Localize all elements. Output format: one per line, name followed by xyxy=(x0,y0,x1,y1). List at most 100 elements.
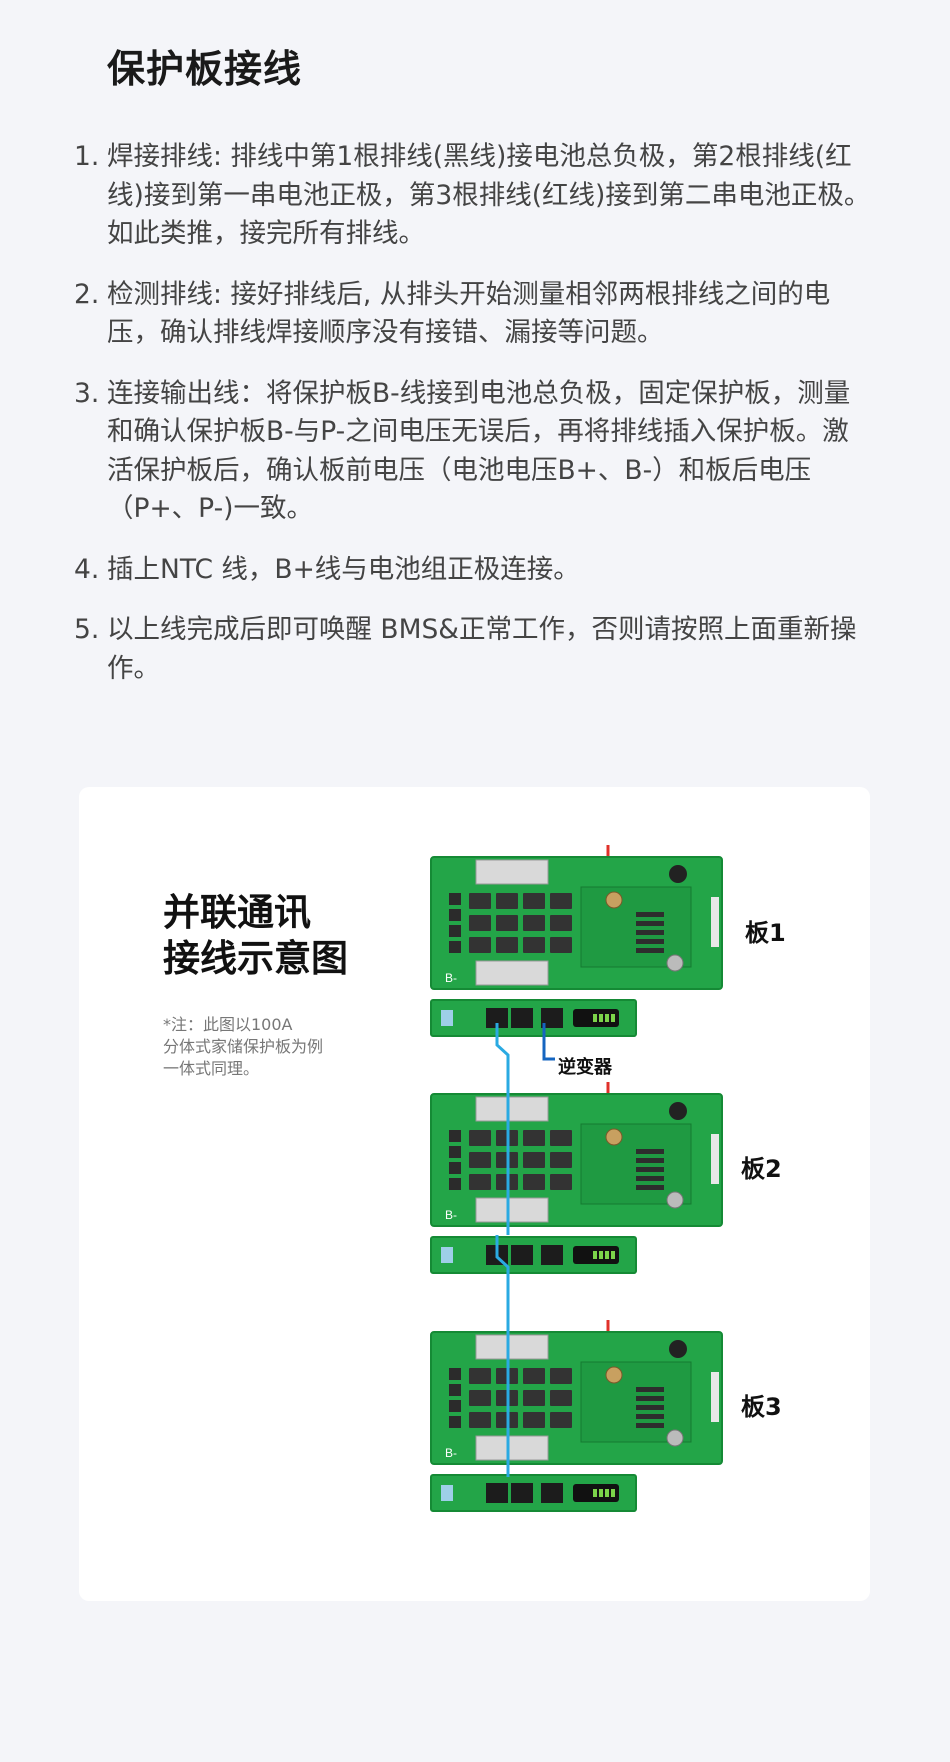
ic-chip xyxy=(636,1396,664,1401)
comm-chip xyxy=(441,1485,453,1501)
mosfet-chip xyxy=(550,915,572,931)
capacitor xyxy=(605,1366,623,1384)
ic-chip xyxy=(636,1158,664,1163)
parallel-cable xyxy=(495,1023,510,1235)
rj45-port xyxy=(511,1483,533,1503)
rj45-port xyxy=(486,1483,508,1503)
step-text: 插上NTC 线，B+线与电池组正极连接。 xyxy=(107,553,580,585)
step-item: 5. 以上线完成后即可唤醒 BMS&正常工作，否则请按照上面重新操作。 xyxy=(74,611,874,688)
mosfet-chip xyxy=(550,1390,572,1406)
led-bar xyxy=(605,1489,609,1497)
ic-chip xyxy=(636,1167,664,1172)
capacitor xyxy=(605,1128,623,1146)
bminus-terminal-label: B- xyxy=(445,1446,457,1460)
mosfet-chip xyxy=(523,937,545,953)
coin-cell xyxy=(666,1191,684,1209)
ic-chip xyxy=(636,912,664,917)
control-area xyxy=(580,1361,692,1443)
led-bar xyxy=(605,1251,609,1259)
note-line: *注：此图以100A xyxy=(163,1015,293,1034)
step-text: 以上线完成后即可唤醒 BMS&正常工作，否则请按照上面重新操作。 xyxy=(107,614,857,684)
step-item: 3. 连接输出线：将保护板B-线接到电池总负极，固定保护板，测量和确认保护板B-… xyxy=(74,375,874,529)
ic-chip xyxy=(636,1387,664,1392)
heatsink-block xyxy=(475,960,549,986)
side-connector xyxy=(449,1178,461,1190)
mosfet-chip xyxy=(523,1152,545,1168)
mosfet-chip xyxy=(550,1152,572,1168)
side-connector xyxy=(449,941,461,953)
balance-header xyxy=(711,897,719,947)
mosfet-chip xyxy=(496,937,518,953)
coin-cell xyxy=(666,954,684,972)
led-bar xyxy=(611,1251,615,1259)
side-connector xyxy=(449,1384,461,1396)
diagram-title-line: 接线示意图 xyxy=(163,937,348,980)
heatsink-block xyxy=(475,1096,549,1122)
step-number: 3. xyxy=(74,377,100,409)
heatsink-block xyxy=(475,1334,549,1360)
side-connector xyxy=(449,1368,461,1380)
side-connector xyxy=(449,1416,461,1428)
bminus-terminal-label: B- xyxy=(445,1208,457,1222)
comm-chip xyxy=(441,1010,453,1026)
rj45-port xyxy=(511,1008,533,1028)
control-area xyxy=(580,886,692,968)
led-bar xyxy=(611,1489,615,1497)
rj45-port xyxy=(541,1245,563,1265)
side-connector xyxy=(449,893,461,905)
led-bar xyxy=(599,1251,603,1259)
parallel-wiring-diagram: B-B-B- xyxy=(430,845,723,1512)
side-connector xyxy=(449,1146,461,1158)
led-bar xyxy=(593,1251,597,1259)
diagram-note: *注：此图以100A 分体式家储保护板为例 一体式同理。 xyxy=(163,1014,373,1080)
heatsink-block xyxy=(475,1435,549,1461)
buzzer xyxy=(669,1340,687,1358)
step-number: 1. xyxy=(74,141,100,172)
board-label-3: 板3 xyxy=(741,1393,782,1421)
rj45-port xyxy=(486,1008,508,1028)
mosfet-chip xyxy=(550,1412,572,1428)
mosfet-chip xyxy=(469,1390,491,1406)
mosfet-chip xyxy=(496,915,518,931)
mosfet-chip xyxy=(523,1368,545,1384)
parallel-cable xyxy=(495,1235,510,1477)
buzzer xyxy=(669,1102,687,1120)
ic-chip xyxy=(636,930,664,935)
step-text: 检测排线: 接好排线后, 从排头开始测量相邻两根排线之间的电压，确认排线焊接顺序… xyxy=(107,278,831,349)
balance-header xyxy=(711,1372,719,1422)
step-text: 连接输出线：将保护板B-线接到电池总负极，固定保护板，测量和确认保护板B-与P-… xyxy=(107,377,851,525)
mosfet-chip xyxy=(523,1390,545,1406)
mosfet-chip xyxy=(469,1152,491,1168)
led-bar xyxy=(599,1489,603,1497)
step-item: 4. 插上NTC 线，B+线与电池组正极连接。 xyxy=(74,551,874,590)
ic-chip xyxy=(636,939,664,944)
step-text: 焊接排线: 排线中第1根排线(黑线)接电池总负极，第2根排线(红线)接到第一串电… xyxy=(107,141,871,249)
side-connector xyxy=(449,1162,461,1174)
inverter-label: 逆变器 xyxy=(558,1057,612,1078)
ic-chip xyxy=(636,1423,664,1428)
mosfet-chip xyxy=(550,1130,572,1146)
mosfet-chip xyxy=(523,1130,545,1146)
led-bar xyxy=(593,1014,597,1022)
mosfet-chip xyxy=(550,893,572,909)
heatsink-block xyxy=(475,859,549,885)
wiring-diagram-card: 并联通讯 接线示意图 *注：此图以100A 分体式家储保护板为例 一体式同理。 … xyxy=(79,787,870,1601)
coin-cell xyxy=(666,1429,684,1447)
side-connector xyxy=(449,925,461,937)
rj45-port xyxy=(541,1483,563,1503)
step-item: 2. 检测排线: 接好排线后, 从排头开始测量相邻两根排线之间的电压，确认排线焊… xyxy=(74,276,874,353)
ic-chip xyxy=(636,1405,664,1410)
heatsink-block xyxy=(475,1197,549,1223)
led-bar xyxy=(593,1489,597,1497)
mosfet-chip xyxy=(469,1130,491,1146)
board-label-1: 板1 xyxy=(745,919,786,947)
step-number: 4. xyxy=(74,553,100,585)
control-area xyxy=(580,1123,692,1205)
step-number: 5. xyxy=(74,614,100,645)
ic-chip xyxy=(636,948,664,953)
mosfet-chip xyxy=(523,1412,545,1428)
inverter-cable xyxy=(542,1023,555,1061)
led-bar xyxy=(605,1014,609,1022)
ic-chip xyxy=(636,1185,664,1190)
led-bar xyxy=(599,1014,603,1022)
